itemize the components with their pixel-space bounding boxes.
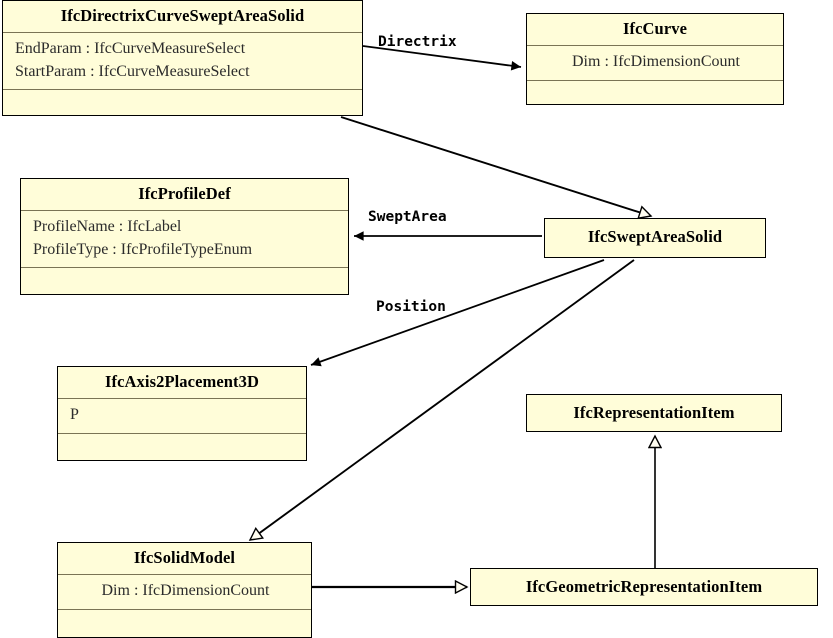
class-box-ifcgeometricrepresentationitem[interactable]: IfcGeometricRepresentationItem [470,568,818,606]
class-attribute: EndParam : IfcCurveMeasureSelect [15,40,246,57]
class-attributes: Dim : IfcDimensionCount [58,575,311,609]
class-box-ifccurve[interactable]: IfcCurve Dim : IfcDimensionCount [526,13,784,105]
edge-label-sweptarea: SweptArea [368,209,447,225]
class-attributes: P [58,399,306,433]
class-box-ifcsweptareasolid[interactable]: IfcSweptAreaSolid [544,218,766,258]
class-box-ifcsolidmodel[interactable]: IfcSolidModel Dim : IfcDimensionCount [57,542,312,638]
class-attributes: ProfileName : IfcLabel ProfileType : Ifc… [21,211,348,267]
class-box-ifcdirectrixcurvesweptareasolid[interactable]: IfcDirectrixCurveSweptAreaSolid EndParam… [2,0,363,116]
class-attribute: Dim : IfcDimensionCount [572,53,740,70]
compartment-separator [58,574,311,575]
class-name: IfcProfileDef [138,184,231,203]
compartment-separator [21,267,348,269]
compartment-separator [3,32,362,33]
compartment-separator [3,89,362,91]
class-box-ifcaxis2placement3d[interactable]: IfcAxis2Placement3D P [57,366,307,461]
edge-generalization-directrix-to-sweptarea [340,116,651,216]
class-name: IfcAxis2Placement3D [104,372,260,391]
compartment-separator [527,45,783,46]
class-operations [527,81,783,98]
class-box-ifcrepresentationitem[interactable]: IfcRepresentationItem [526,394,782,432]
class-name: IfcCurve [622,19,688,38]
class-attribute: ProfileType : IfcProfileTypeEnum [33,240,253,258]
class-attribute: StartParam : IfcCurveMeasureSelect [15,62,250,80]
class-attribute: Dim : IfcDimensionCount [101,582,270,599]
class-name: IfcRepresentationItem [573,403,735,422]
edge-position [310,259,605,367]
class-attributes: Dim : IfcDimensionCount [527,46,783,80]
class-box-ifcprofiledef[interactable]: IfcProfileDef ProfileName : IfcLabel Pro… [20,178,349,295]
class-operations [21,268,348,285]
edge-label-position: Position [376,299,446,315]
class-name: IfcSweptAreaSolid [587,227,723,246]
compartment-separator [527,79,783,81]
class-name: IfcDirectrixCurveSweptAreaSolid [60,6,305,25]
edge-label-directrix: Directrix [378,34,457,50]
class-attributes: EndParam : IfcCurveMeasureSelect StartPa… [3,33,362,89]
class-name: IfcSolidModel [133,548,236,567]
class-attribute: P [70,406,79,423]
class-attribute: ProfileName : IfcLabel [33,218,182,235]
compartment-separator [58,608,311,610]
class-operations [3,90,362,107]
class-operations [58,610,311,627]
class-name: IfcGeometricRepresentationItem [525,577,763,596]
compartment-separator [58,398,306,399]
class-operations [58,434,306,451]
compartment-separator [21,210,348,211]
compartment-separator [58,432,306,434]
